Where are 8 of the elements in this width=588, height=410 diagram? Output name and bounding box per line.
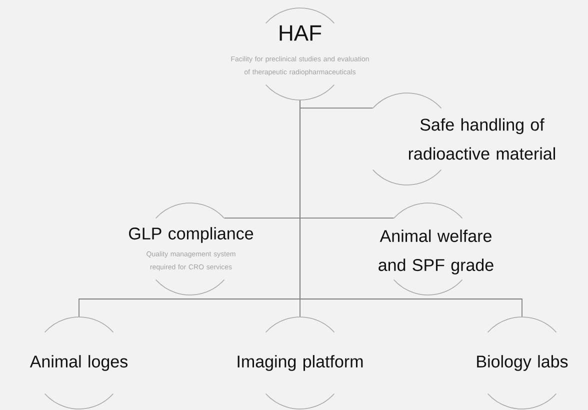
- node-title: GLP compliance: [129, 227, 254, 243]
- node-title: Animal loges: [30, 355, 128, 371]
- node-title: Animal welfare and SPF grade: [378, 230, 494, 274]
- node-title: Imaging platform: [238, 355, 363, 371]
- node-title: HAF: [280, 25, 322, 41]
- node-title: Biology labs: [477, 355, 568, 371]
- connector-line: [300, 100, 522, 318]
- node-title: Safe handling of radioactive material: [408, 118, 555, 160]
